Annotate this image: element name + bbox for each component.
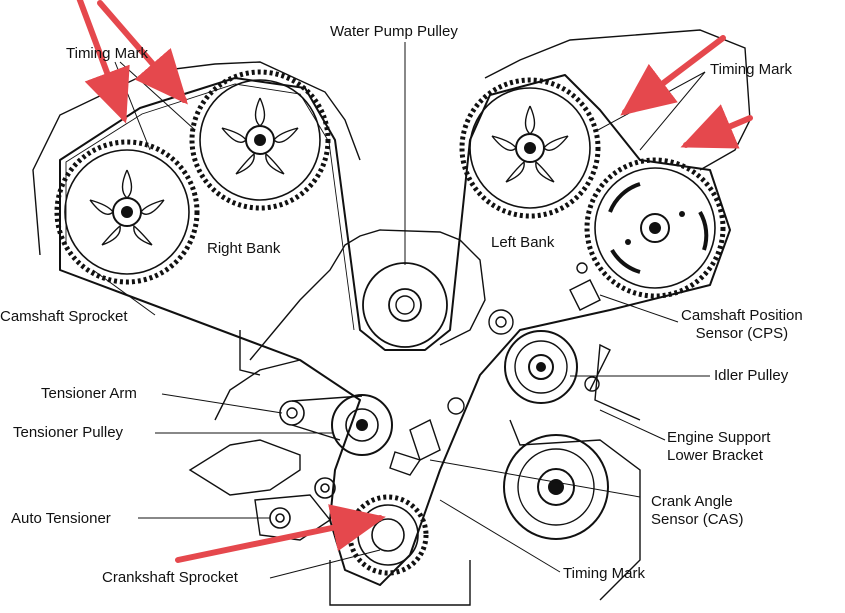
label-cps-line-1: Camshaft Position [681,307,803,324]
right-bank-outer-camshaft-sprocket [54,139,200,285]
label-engine-support-line-2: Lower Bracket [667,447,763,464]
label-timing-mark-left: Timing Mark [66,45,148,62]
label-tensioner-pulley: Tensioner Pulley [13,424,124,441]
label-cas-line-1: Crank Angle [651,493,733,510]
arrow-timing-mark-left-bank-inner [620,35,726,116]
label-timing-mark-right: Timing Mark [710,61,792,78]
arrow-timing-mark-right-bank-inner [97,0,188,105]
label-auto-tensioner: Auto Tensioner [11,510,111,527]
tensioner-pulley [279,394,393,456]
leader-lines [92,42,710,579]
arrow-crankshaft-sprocket [175,504,386,563]
label-right-bank: Right Bank [207,240,281,257]
water-pump-pulley [362,262,448,348]
arrow-timing-mark-left-bank-outer [680,104,753,149]
label-cas-line-2: Sensor (CAS) [651,511,744,528]
red-callout-arrows [76,0,753,563]
label-camshaft-sprocket: Camshaft Sprocket [0,308,128,325]
label-engine-support-lower-bracket: Engine Support Lower Bracket [667,429,770,465]
label-tensioner-arm: Tensioner Arm [41,385,137,402]
label-engine-support-line-1: Engine Support [667,429,771,446]
label-timing-mark-bottom: Timing Mark [563,565,645,582]
label-idler-pulley: Idler Pulley [714,367,789,384]
left-bank-inner-camshaft-sprocket [459,77,601,219]
crank-pulley [503,434,609,540]
auto-tensioner [269,477,336,529]
crank-angle-sensor [389,419,441,476]
camshaft-position-sensor [569,262,601,311]
label-camshaft-position-sensor: Camshaft Position Sensor (CPS) [681,307,803,343]
arrow-timing-mark-right-bank-outer [76,0,130,124]
idler-pulley [504,330,578,404]
timing-belt [59,74,731,586]
label-left-bank: Left Bank [491,234,555,251]
label-water-pump-pulley: Water Pump Pulley [330,23,458,40]
label-crankshaft-sprocket: Crankshaft Sprocket [102,569,238,586]
label-cps-line-2: Sensor (CPS) [695,325,789,342]
crankshaft-sprocket [347,494,429,576]
mounting-bolts [447,309,600,415]
right-bank-inner-camshaft-sprocket [189,69,331,211]
left-bank-outer-camshaft-sprocket [584,157,726,299]
label-crank-angle-sensor: Crank Angle Sensor (CAS) [651,493,744,529]
